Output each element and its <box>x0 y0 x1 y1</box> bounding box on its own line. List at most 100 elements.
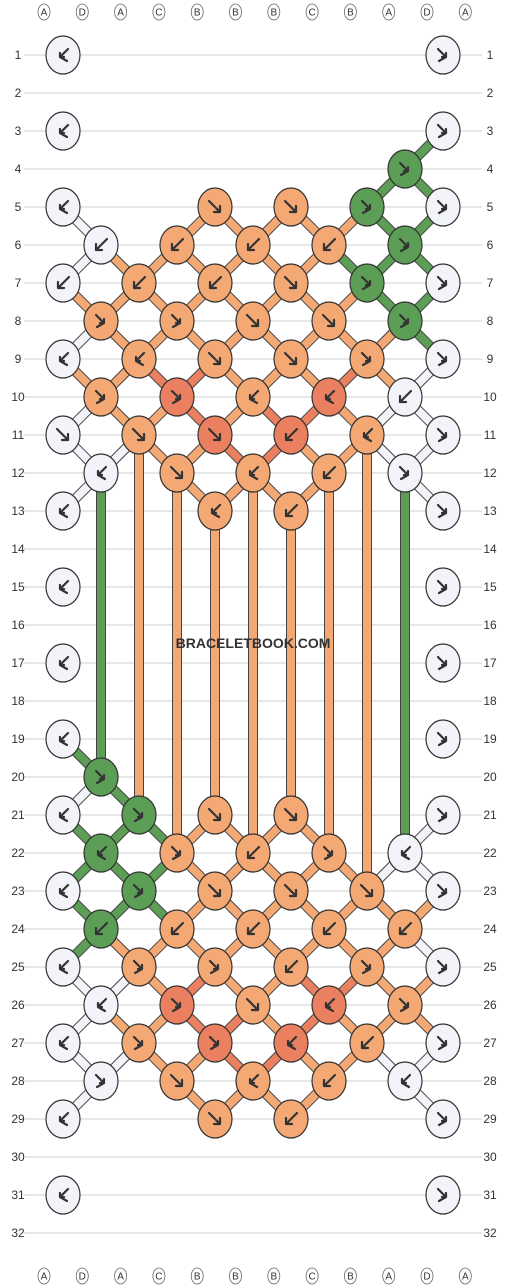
knot-f <box>197 795 233 835</box>
knot-arrow-icon <box>132 1035 144 1051</box>
knot-arrow-icon <box>94 769 106 785</box>
row-number-right: 30 <box>483 1150 497 1164</box>
knot-f <box>197 339 233 379</box>
knot-fb <box>83 1061 119 1101</box>
knot-arrow-icon <box>324 997 336 1013</box>
string-letter-badge <box>152 1267 166 1285</box>
knot-bf <box>235 1061 271 1101</box>
string-letter-badge <box>420 3 434 21</box>
knot-b <box>273 947 309 987</box>
knot-arrow-icon <box>96 845 108 861</box>
knot-fb <box>349 947 385 987</box>
string-letter-badge <box>75 3 89 21</box>
row-number-left: 14 <box>11 542 25 556</box>
knot-bf <box>311 985 347 1025</box>
knot-arrow-icon <box>55 427 70 442</box>
knot-arrow-icon <box>132 807 144 823</box>
knot-fb <box>425 35 461 75</box>
row-number-left: 18 <box>11 694 25 708</box>
knot-bf <box>387 1061 423 1101</box>
knot-fb <box>425 187 461 227</box>
knot-arrow-icon <box>245 997 260 1012</box>
knot-arrow-icon <box>398 389 413 404</box>
string-letter: D <box>423 8 430 19</box>
knot-bf <box>387 833 423 873</box>
row-number-right: 3 <box>487 124 494 138</box>
knot-fb <box>425 415 461 455</box>
knot-arrow-icon <box>436 275 448 291</box>
knot-fb <box>159 301 195 341</box>
row-number-right: 32 <box>483 1226 497 1240</box>
string-letter-badge <box>114 1267 127 1285</box>
knot-fb <box>425 643 461 683</box>
row-number-left: 23 <box>11 884 25 898</box>
knot-arrow-icon <box>58 199 70 215</box>
knot-arrow-icon <box>398 465 410 481</box>
string-letter-badge <box>190 1267 204 1285</box>
knot-arrow-icon <box>58 1035 70 1051</box>
row-number-right: 31 <box>483 1188 497 1202</box>
knot-f <box>273 339 309 379</box>
string-letter: C <box>308 1272 315 1283</box>
string-letter: A <box>385 8 392 19</box>
string-letter: B <box>194 1272 201 1283</box>
row-number-right: 2 <box>487 86 494 100</box>
row-number-left: 6 <box>15 238 22 252</box>
knot-fb <box>349 339 385 379</box>
row-number-right: 17 <box>483 656 497 670</box>
knot-b <box>83 225 119 265</box>
row-number-left: 27 <box>11 1036 25 1050</box>
knot-f <box>159 453 195 493</box>
knot-b <box>311 1061 347 1101</box>
knot-arrow-icon <box>96 465 108 481</box>
knot-arrow-icon <box>132 959 144 975</box>
knot-b <box>273 415 309 455</box>
row-number-right: 1 <box>487 48 494 62</box>
knot-f <box>273 795 309 835</box>
string-letter-badge <box>37 1267 51 1285</box>
watermark: BRACELETBOOK.COM <box>176 635 331 651</box>
knot-arrow-icon <box>283 883 298 898</box>
knot-arrow-icon <box>207 1111 222 1126</box>
knot-bf <box>45 187 81 227</box>
row-number-right: 24 <box>483 922 497 936</box>
knot-arrow-icon <box>436 1035 448 1051</box>
knot-arrow-icon <box>170 237 185 252</box>
knot-arrow-icon <box>248 465 260 481</box>
row-number-right: 14 <box>483 542 497 556</box>
knot-arrow-icon <box>398 313 410 329</box>
knot-bf <box>83 453 119 493</box>
row-number-right: 26 <box>483 998 497 1012</box>
knot-arrow-icon <box>248 389 260 405</box>
knot-arrow-icon <box>436 1111 448 1127</box>
knot-b <box>159 909 195 949</box>
knot-fb <box>83 301 119 341</box>
row-number-right: 25 <box>483 960 497 974</box>
row-number-right: 20 <box>483 770 497 784</box>
knot-f <box>197 871 233 911</box>
knot-fb <box>387 301 423 341</box>
string-letter: B <box>347 8 354 19</box>
knot-arrow-icon <box>58 579 70 595</box>
knot-b <box>159 225 195 265</box>
knot-arrow-icon <box>322 845 334 861</box>
string-letter-badge <box>229 1267 242 1285</box>
knot-fb <box>387 985 423 1025</box>
knot-bf <box>45 111 81 151</box>
knot-fb <box>121 795 157 835</box>
knot-b <box>311 225 347 265</box>
knot-arrow-icon <box>436 47 448 63</box>
knot-arrow-icon <box>436 1187 448 1203</box>
knot-arrow-icon <box>283 199 298 214</box>
row-number-left: 19 <box>11 732 25 746</box>
knot-arrow-icon <box>283 807 298 822</box>
knot-f <box>159 1061 195 1101</box>
row-number-left: 28 <box>11 1074 25 1088</box>
string-letter: B <box>270 1272 277 1283</box>
row-number-right: 11 <box>484 428 497 442</box>
knot-fb <box>425 263 461 303</box>
knot-arrow-icon <box>284 1111 299 1126</box>
knot-b <box>83 909 119 949</box>
knot-fb <box>425 947 461 987</box>
